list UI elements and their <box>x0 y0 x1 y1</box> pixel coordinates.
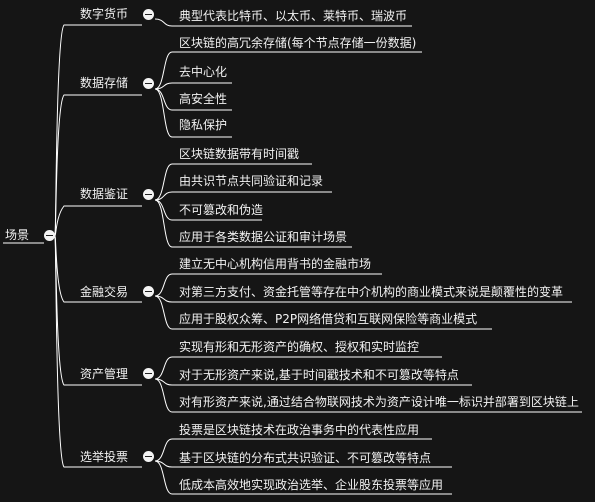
root-to-branch-connector <box>54 205 142 237</box>
branch-to-leaf-connector <box>154 438 432 462</box>
branch-label-data-attestation[interactable]: 数据鉴证 <box>80 187 129 201</box>
leaf-item[interactable]: 典型代表比特币、以太币、莱特币、瑞波币 <box>179 9 408 23</box>
branch-to-leaf-connector <box>154 163 312 201</box>
leaf-item[interactable]: 低成本高效地实现政治选举、企业股东投票等应用 <box>179 478 444 492</box>
branch-to-leaf-connector <box>154 295 572 303</box>
leaf-item[interactable]: 对第三方支付、资金托管等存在中介机构的商业模式来说是颠覆性的变革 <box>179 285 564 299</box>
branch-label-financial-trading[interactable]: 金融交易 <box>80 285 129 299</box>
leaf-item[interactable]: 区块链的高冗余存储(每个节点存储一份数据) <box>179 36 417 50</box>
branch-label-asset-management[interactable]: 资产管理 <box>80 367 129 381</box>
leaf-item[interactable]: 隐私保护 <box>179 118 228 132</box>
branch-collapse-icon[interactable] <box>143 286 154 297</box>
branch-collapse-icon[interactable] <box>143 451 154 462</box>
leaf-item[interactable]: 高安全性 <box>179 92 228 106</box>
root-to-branch-connector <box>54 94 142 237</box>
branch-to-leaf-connector <box>154 191 332 201</box>
branch-to-leaf-connector <box>154 460 452 495</box>
branch-to-leaf-connector <box>154 199 352 248</box>
branch-to-leaf-connector <box>154 82 232 90</box>
branch-label-digital-currency[interactable]: 数字货币 <box>80 7 129 21</box>
branch-label-data-storage[interactable]: 数据存储 <box>80 76 129 90</box>
branch-to-leaf-connector <box>154 460 452 468</box>
leaf-item[interactable]: 建立无中心机构信用背书的金融市场 <box>179 257 372 271</box>
root-to-branch-connector <box>54 235 142 468</box>
branch-collapse-icon[interactable] <box>143 9 154 20</box>
branch-to-leaf-connector <box>154 18 412 27</box>
root-to-branch-connector <box>54 24 142 237</box>
leaf-item[interactable]: 基于区块链的分布式共识验证、不可篡改等特点 <box>179 451 432 465</box>
branch-to-leaf-connector <box>154 273 382 297</box>
leaf-item[interactable]: 实现有形和无形资产的确权、授权和实时监控 <box>179 340 420 354</box>
branch-to-leaf-connector <box>154 378 582 413</box>
branch-collapse-icon[interactable] <box>143 368 154 379</box>
leaf-item[interactable]: 对于无形资产来说,基于时间戳技术和不可篡改等特点 <box>179 368 459 382</box>
branch-collapse-icon[interactable] <box>143 189 154 200</box>
leaf-item[interactable]: 应用于股权众筹、P2P网络借贷和互联网保险等商业模式 <box>179 312 478 326</box>
branch-to-leaf-connector <box>154 51 422 90</box>
branch-label-election-voting[interactable]: 选举投票 <box>80 450 129 464</box>
leaf-item[interactable]: 去中心化 <box>179 65 228 79</box>
leaf-item[interactable]: 不可篡改和伪造 <box>179 203 264 217</box>
branch-to-leaf-connector <box>154 378 472 386</box>
leaf-item[interactable]: 应用于各类数据公证和审计场景 <box>179 230 348 244</box>
leaf-item[interactable]: 由共识节点共同验证和记录 <box>179 174 324 188</box>
root-collapse-icon[interactable] <box>44 230 55 241</box>
leaf-item[interactable]: 区块链数据带有时间戳 <box>179 147 300 161</box>
branch-to-leaf-connector <box>154 88 232 138</box>
leaf-item[interactable]: 投票是区块链技术在政治事务中的代表性应用 <box>179 423 420 437</box>
root-to-branch-connector <box>54 235 142 386</box>
leaf-item[interactable]: 对有形资产来说,通过结合物联网技术为资产设计唯一标识并部署到区块链上 <box>179 395 579 409</box>
root-node-label[interactable]: 场景 <box>5 228 30 242</box>
branch-to-leaf-connector <box>154 295 492 330</box>
branch-to-leaf-connector <box>154 356 442 380</box>
branch-collapse-icon[interactable] <box>143 78 154 89</box>
